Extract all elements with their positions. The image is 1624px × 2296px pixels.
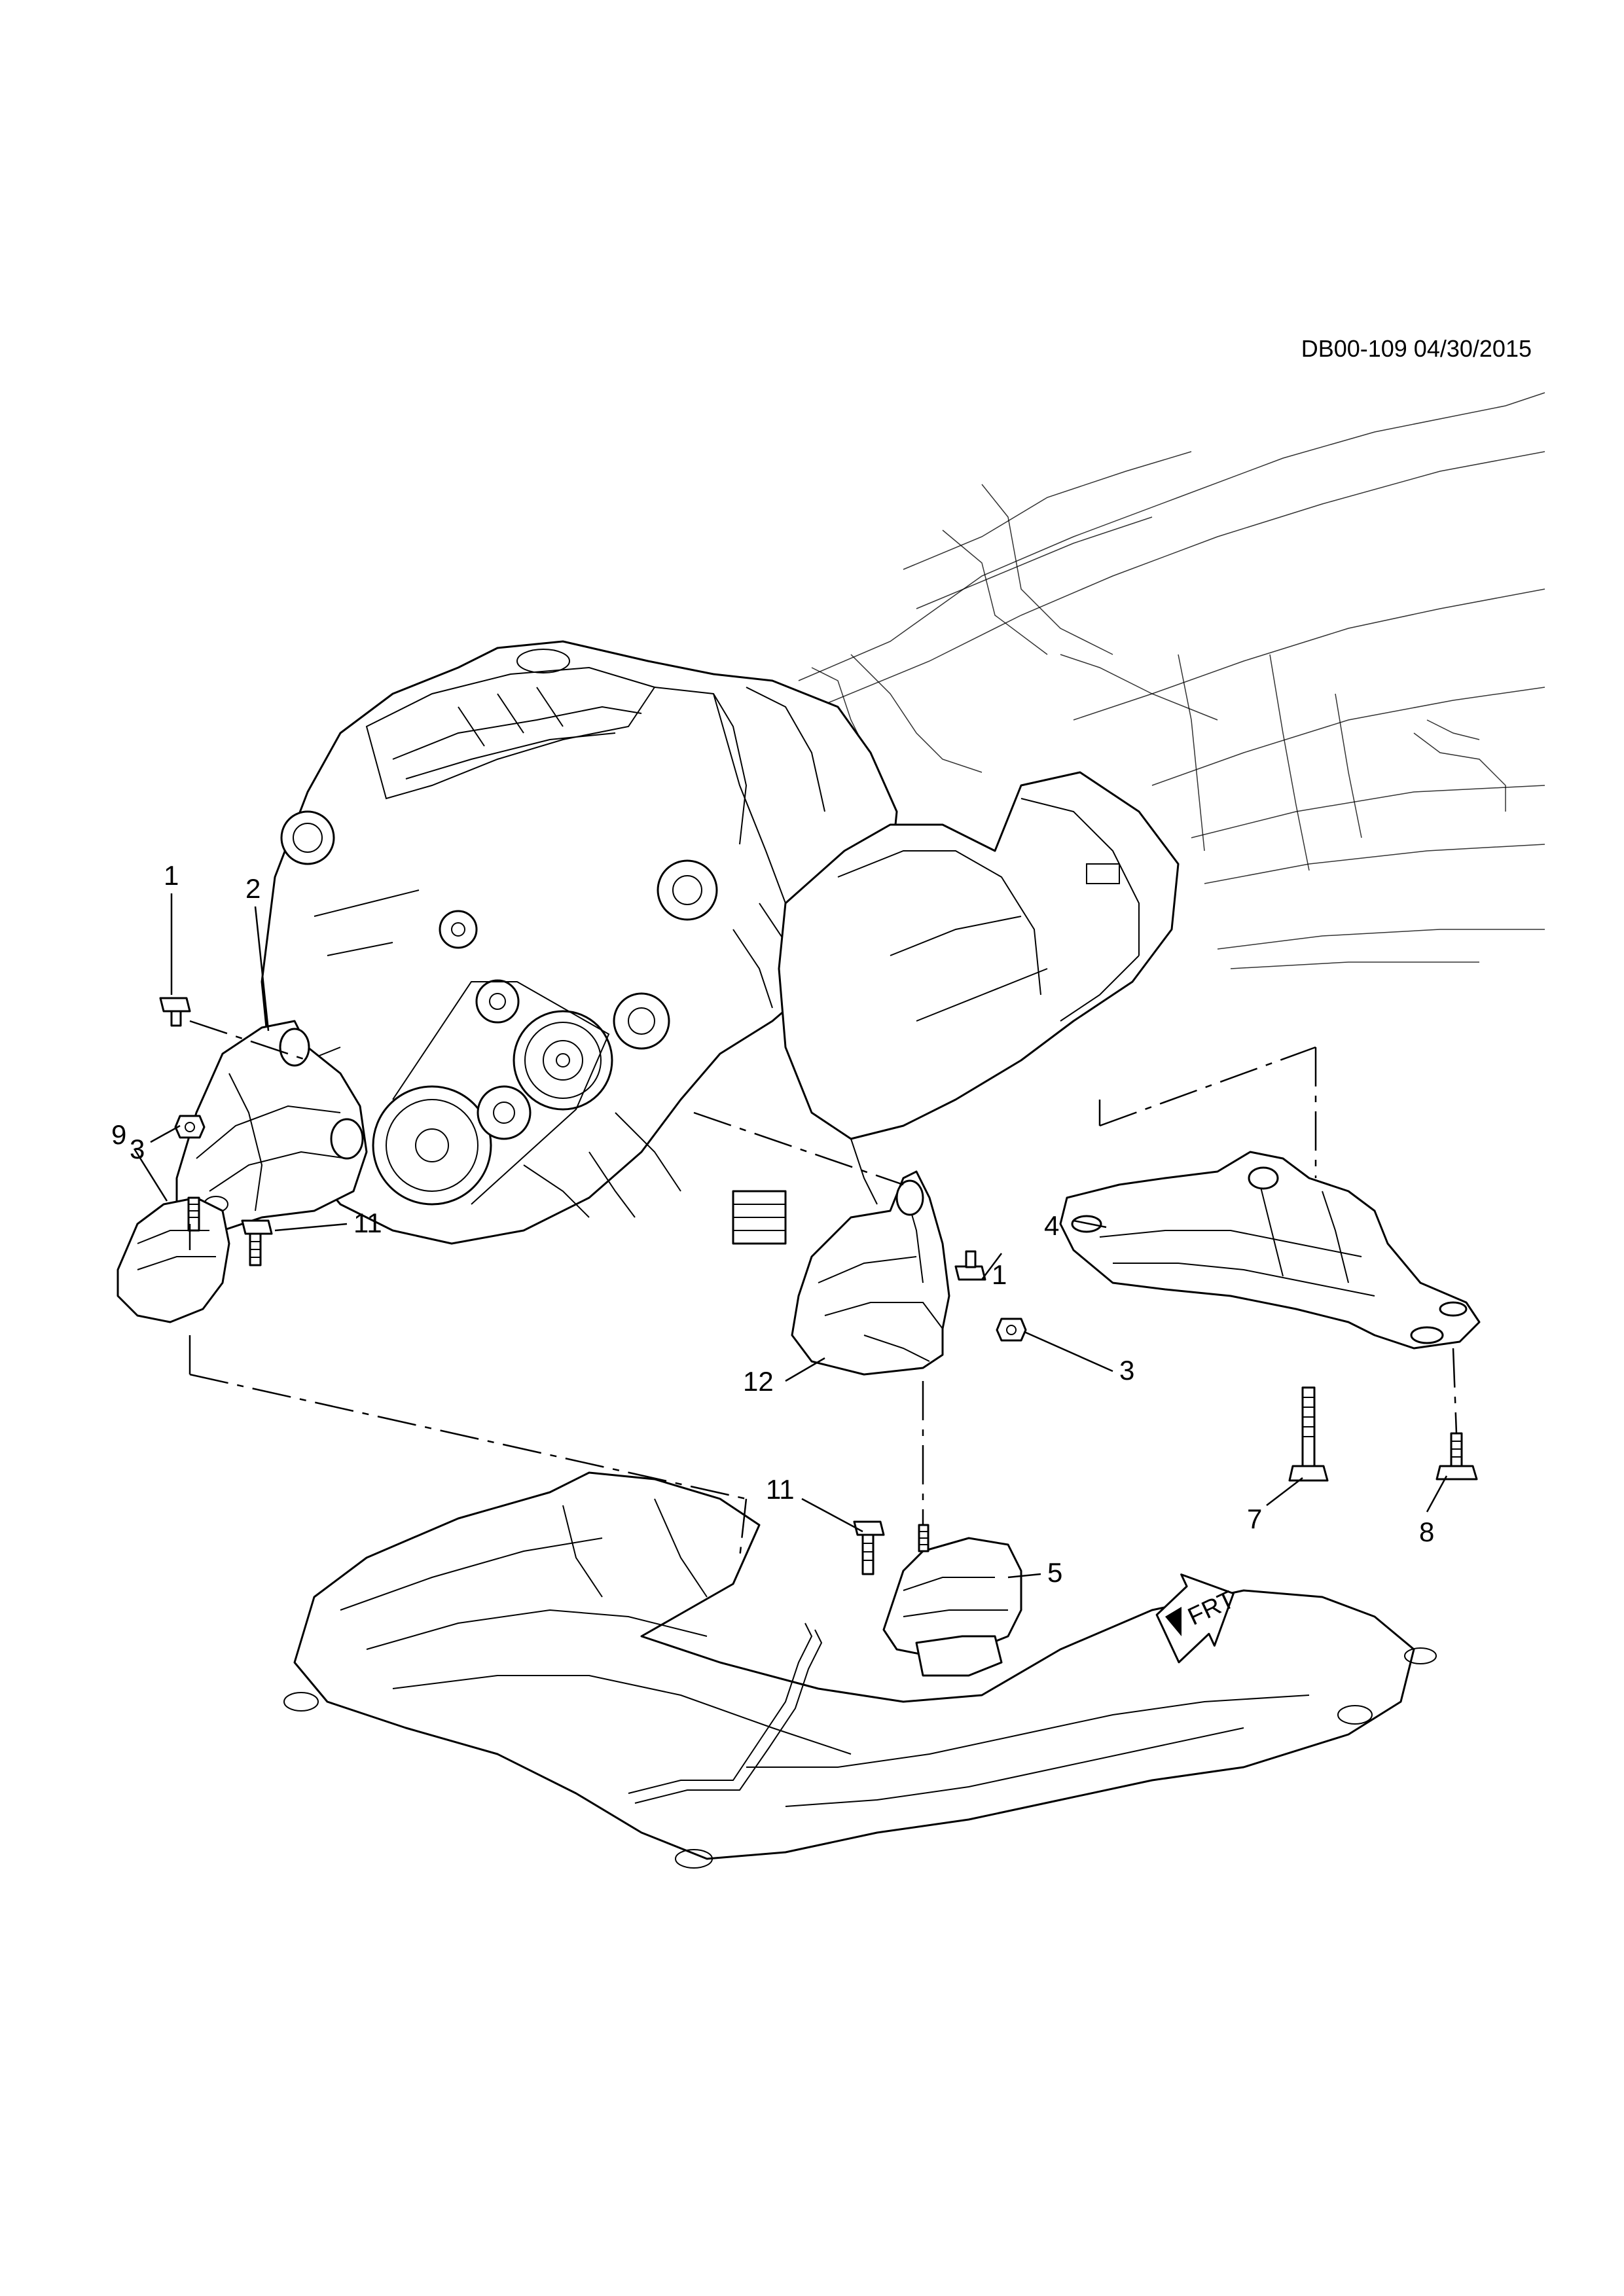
document-id: DB00-109 04/30/2015 (1301, 335, 1532, 362)
front-subframe (283, 1471, 1437, 1869)
callout-11: 11 (766, 1474, 795, 1505)
transmission-assembly (778, 771, 1180, 1205)
callout-8: 8 (1419, 1516, 1434, 1547)
callout-leaders (133, 893, 1448, 1579)
callout-9: 9 (111, 1119, 126, 1150)
fastener-3b-nut (996, 1318, 1027, 1342)
part-9-engine-mount-lh (117, 1196, 230, 1323)
callout-1: 1 (164, 860, 179, 891)
fastener-7-bolt (1288, 1386, 1329, 1482)
callout-7: 7 (1247, 1503, 1262, 1534)
callout-2: 2 (245, 873, 261, 904)
fastener-1a-bolt (159, 997, 191, 1027)
callout-labels: 1 2 3 9 11 1 3 4 12 11 5 7 8 (111, 860, 1434, 1588)
fastener-3a-nut (174, 1115, 206, 1139)
callout-3: 3 (1119, 1355, 1134, 1386)
part-12-engine-mount-bracket-rh (791, 1170, 950, 1376)
front-direction-arrow: FRT (1155, 1573, 1239, 1664)
part-5-engine-mount-rh (882, 1524, 1022, 1677)
callout-11: 11 (353, 1208, 382, 1238)
fastener-11a-bolt (241, 1219, 273, 1266)
fastener-8-bolt (1435, 1432, 1478, 1480)
callout-4: 4 (1044, 1210, 1059, 1241)
callout-12: 12 (743, 1366, 774, 1397)
part-4-transmission-mount (1059, 1151, 1481, 1350)
fastener-1b-bolt (954, 1250, 986, 1281)
alignment-lines (189, 1020, 1458, 1558)
vehicle-underbody (798, 392, 1545, 969)
part-2-engine-mount-bracket-lh (175, 1020, 368, 1232)
callout-1: 1 (992, 1259, 1007, 1290)
callout-5: 5 (1047, 1557, 1062, 1588)
callout-3: 3 (130, 1134, 145, 1164)
